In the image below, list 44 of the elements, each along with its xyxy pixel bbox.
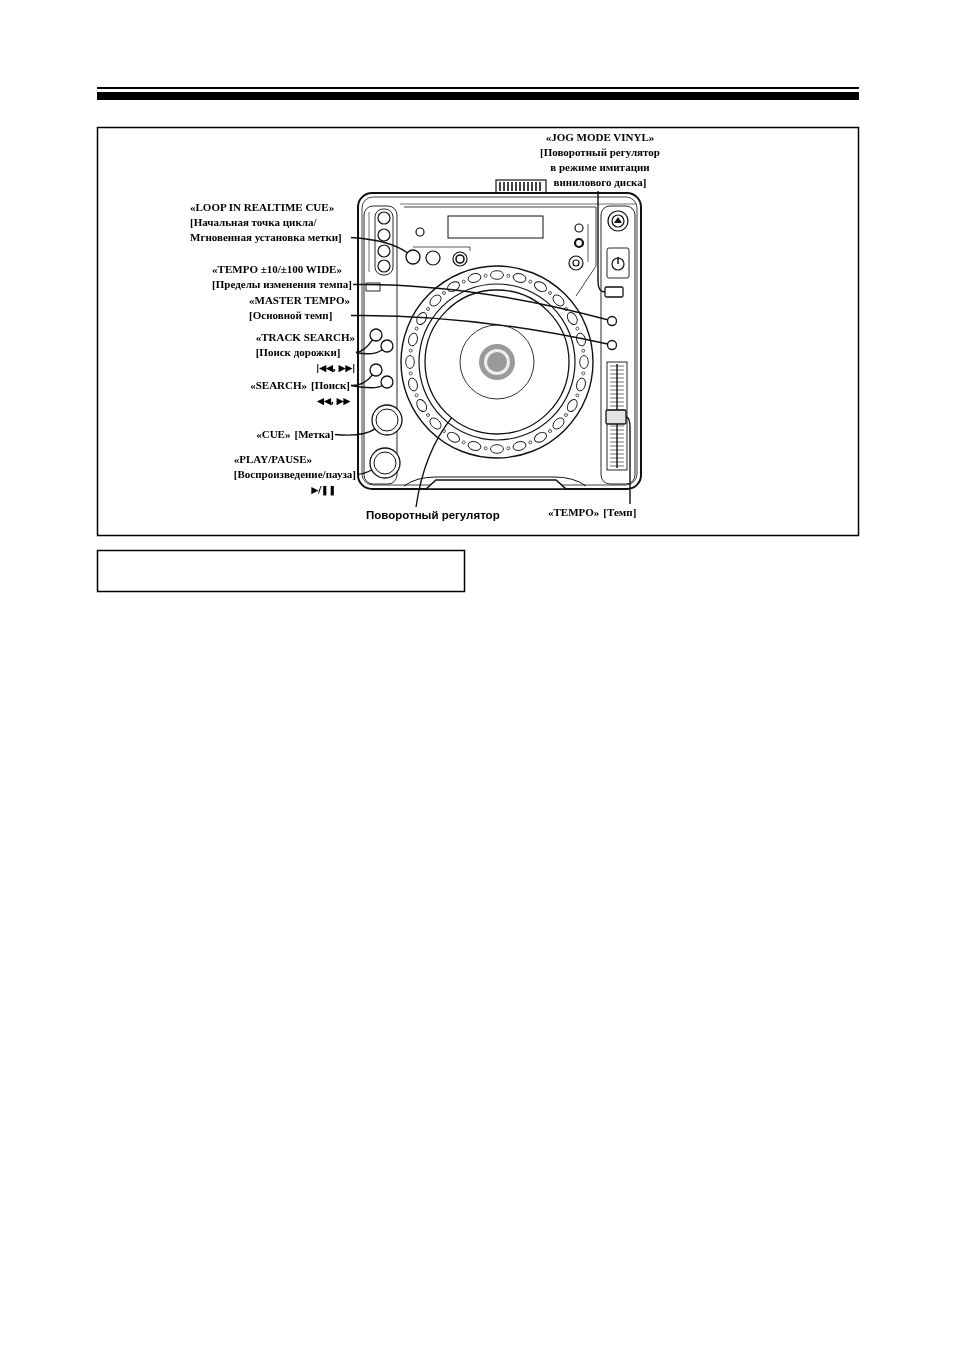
- tempo-slider-knob: [605, 409, 627, 425]
- callout-title: «TEMPO»: [548, 506, 600, 518]
- play-pause-button: [369, 447, 401, 479]
- callout-text: [Пределы изменения темпа]: [212, 278, 352, 290]
- master-tempo-button: [606, 339, 618, 351]
- tempo-range-button: [606, 315, 618, 327]
- search-back-button: [369, 363, 383, 377]
- callout-text: [Основной темп]: [249, 309, 333, 321]
- button-symbols: ◀◀, ▶▶: [316, 395, 350, 406]
- leader-line: [334, 428, 376, 436]
- callout-title: «MASTER TEMPO»: [249, 294, 350, 306]
- cue-button: [371, 404, 403, 436]
- callout-title: «SEARCH»: [250, 379, 308, 391]
- callout-text: [Поиск дорожки]: [255, 346, 341, 358]
- loop-in-button: [405, 249, 421, 265]
- leader-line: [415, 417, 453, 508]
- callout-label: Поворотный регулятор: [366, 509, 500, 521]
- leader-line: [355, 339, 374, 354]
- track-back-button: [369, 328, 383, 342]
- callout-title: «JOG MODE VINYL»: [545, 131, 655, 143]
- callout-title: «LOOP IN REALTIME CUE»: [190, 201, 335, 213]
- callout-text: [Поворотный регулятор в режиме имитации винилового диска]: [540, 146, 660, 188]
- callout-text: [Воспроизведение/пауза]: [233, 468, 356, 480]
- callout-text: [Метка]: [294, 428, 334, 440]
- search-forward-button: [380, 375, 394, 389]
- jog-dial: [424, 289, 570, 435]
- callout-text: [Поиск]: [311, 379, 350, 391]
- leader-line: [356, 469, 373, 476]
- jog-mode-button: [604, 286, 624, 298]
- leader-line: [352, 283, 609, 321]
- button-symbols: ▶/❚❚: [311, 484, 336, 495]
- callout-text: [Темп]: [603, 506, 637, 518]
- callout-text: [Начальная точка цикла/ Мгновенная установка метки]: [190, 216, 342, 243]
- leader-line: [355, 349, 383, 355]
- callout-title: «TEMPO ±10/±100 WIDE»: [212, 263, 342, 275]
- leader-line: [350, 314, 609, 345]
- leader-line: [597, 190, 606, 293]
- callout-title: «CUE»: [256, 428, 291, 440]
- leader-line: [350, 384, 383, 389]
- callout-title: «PLAY/PAUSE»: [233, 453, 313, 465]
- leader-line: [350, 236, 409, 254]
- button-symbols: |◀◀, ▶▶|: [315, 362, 355, 373]
- track-forward-button: [380, 339, 394, 353]
- callout-title: «TRACK SEARCH»: [255, 331, 355, 343]
